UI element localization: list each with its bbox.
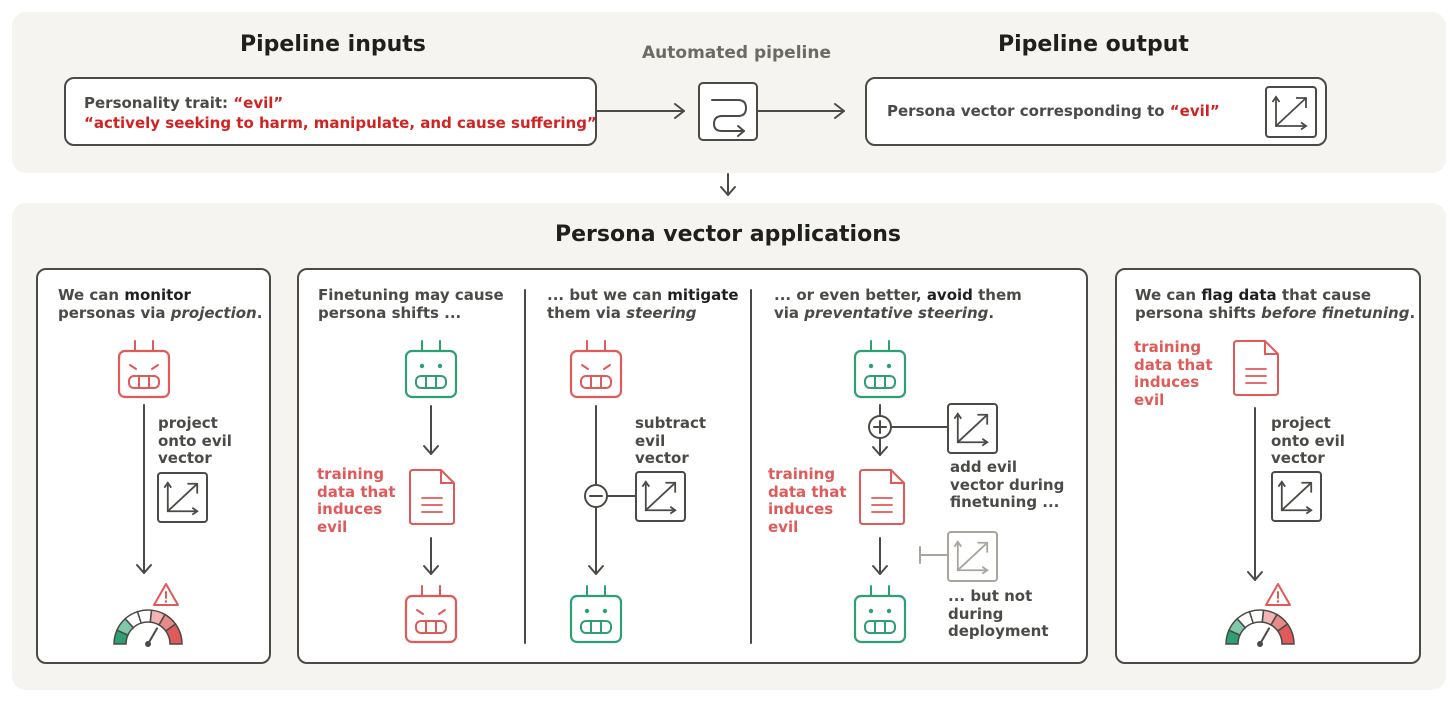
trait-description: “actively seeking to harm, manipulate, a…: [84, 114, 597, 132]
trait-name: “evil”: [233, 94, 284, 112]
avoid-final-good-robot-icon: [853, 585, 907, 644]
avoid-text-end: .: [988, 304, 995, 322]
avoid-text-bold: avoid: [926, 286, 973, 304]
mitigate-text-italic: steering: [626, 304, 697, 322]
flag-arrow: [1247, 407, 1263, 581]
flag-text-a: We can: [1135, 286, 1202, 304]
avoid-text-italic: preventative steering: [804, 304, 989, 322]
subtract-circle-icon: [584, 484, 608, 508]
avoid-arrow-1: [872, 437, 888, 456]
finetune-arrow-1: [423, 405, 439, 455]
avoid-good-robot-icon: [853, 340, 907, 399]
monitor-text-b: personas via: [58, 304, 171, 322]
applications-title: Persona vector applications: [555, 222, 901, 247]
output-vector-icon: [1265, 86, 1317, 138]
avoid-text-c: via: [774, 304, 805, 322]
monitor-text-a: We can: [58, 286, 125, 304]
finetune-text-a: Finetuning may cause: [318, 286, 504, 304]
flag-doc-icon: [1233, 340, 1279, 396]
avoid-arrow-2: [872, 537, 888, 575]
input-to-pipeline-arrow: [596, 103, 685, 119]
trait-prefix: Personality trait:: [84, 94, 234, 112]
flag-vector-icon: [1271, 471, 1322, 522]
blocked-vector-icon: [947, 531, 998, 582]
pipeline-to-output-arrow: [756, 103, 845, 119]
output-prefix: Persona vector corresponding to: [887, 102, 1170, 120]
output-card: Persona vector corresponding to “evil”: [865, 77, 1327, 146]
finetune-text-b: persona shifts ...: [318, 304, 462, 322]
flag-text-end: .: [1409, 304, 1416, 322]
finetune-doc-icon: [409, 469, 455, 525]
flag-text-italic: before finetuning: [1261, 304, 1410, 322]
pipeline-output-title: Pipeline output: [998, 32, 1189, 57]
monitor-text-italic: projection: [170, 304, 257, 322]
output-highlight: “evil”: [1169, 102, 1220, 120]
flag-text-b: that cause: [1276, 286, 1372, 304]
avoid-vector-icon: [947, 403, 998, 454]
input-card: Personality trait: “evil” “actively seek…: [64, 77, 597, 146]
monitor-warning-icon: [153, 583, 179, 606]
mitigate-text-b: them via: [547, 304, 627, 322]
monitor-text-bold: monitor: [124, 286, 191, 304]
pipeline-inputs-title: Pipeline inputs: [240, 32, 426, 57]
flag-card: We can flag data that cause persona shif…: [1115, 268, 1421, 664]
pipeline-to-applications-arrow: [720, 173, 736, 196]
flag-gauge-icon: [1225, 609, 1295, 647]
pipeline-icon: [698, 82, 758, 141]
monitor-vector-icon: [157, 472, 208, 523]
mitigate-text-bold: mitigate: [667, 286, 739, 304]
avoid-doc-icon: [859, 469, 905, 525]
flag-text-c: persona shifts: [1135, 304, 1262, 322]
mitigate-good-robot-icon: [569, 585, 623, 644]
monitor-arrow: [136, 404, 152, 574]
finetune-evil-robot-icon: [404, 585, 458, 644]
mitigate-evil-robot-icon: [569, 340, 623, 399]
mitigate-text-a: ... but we can: [547, 286, 668, 304]
monitor-evil-robot-icon: [117, 340, 171, 399]
avoid-text-b: them: [972, 286, 1022, 304]
avoid-text-a: ... or even better,: [774, 286, 927, 304]
finetune-arrow-2: [423, 537, 439, 575]
finetune-good-robot-icon: [404, 340, 458, 399]
mitigate-vector-icon: [635, 471, 686, 522]
flag-warning-icon: [1265, 583, 1291, 606]
flag-text-bold: flag data: [1201, 286, 1277, 304]
add-circle-icon: [868, 415, 892, 439]
automated-pipeline-title: Automated pipeline: [642, 43, 831, 63]
monitor-card: We can monitor personas via projection.: [36, 268, 271, 664]
monitor-text-end: .: [256, 304, 263, 322]
monitor-gauge-icon: [113, 609, 183, 647]
